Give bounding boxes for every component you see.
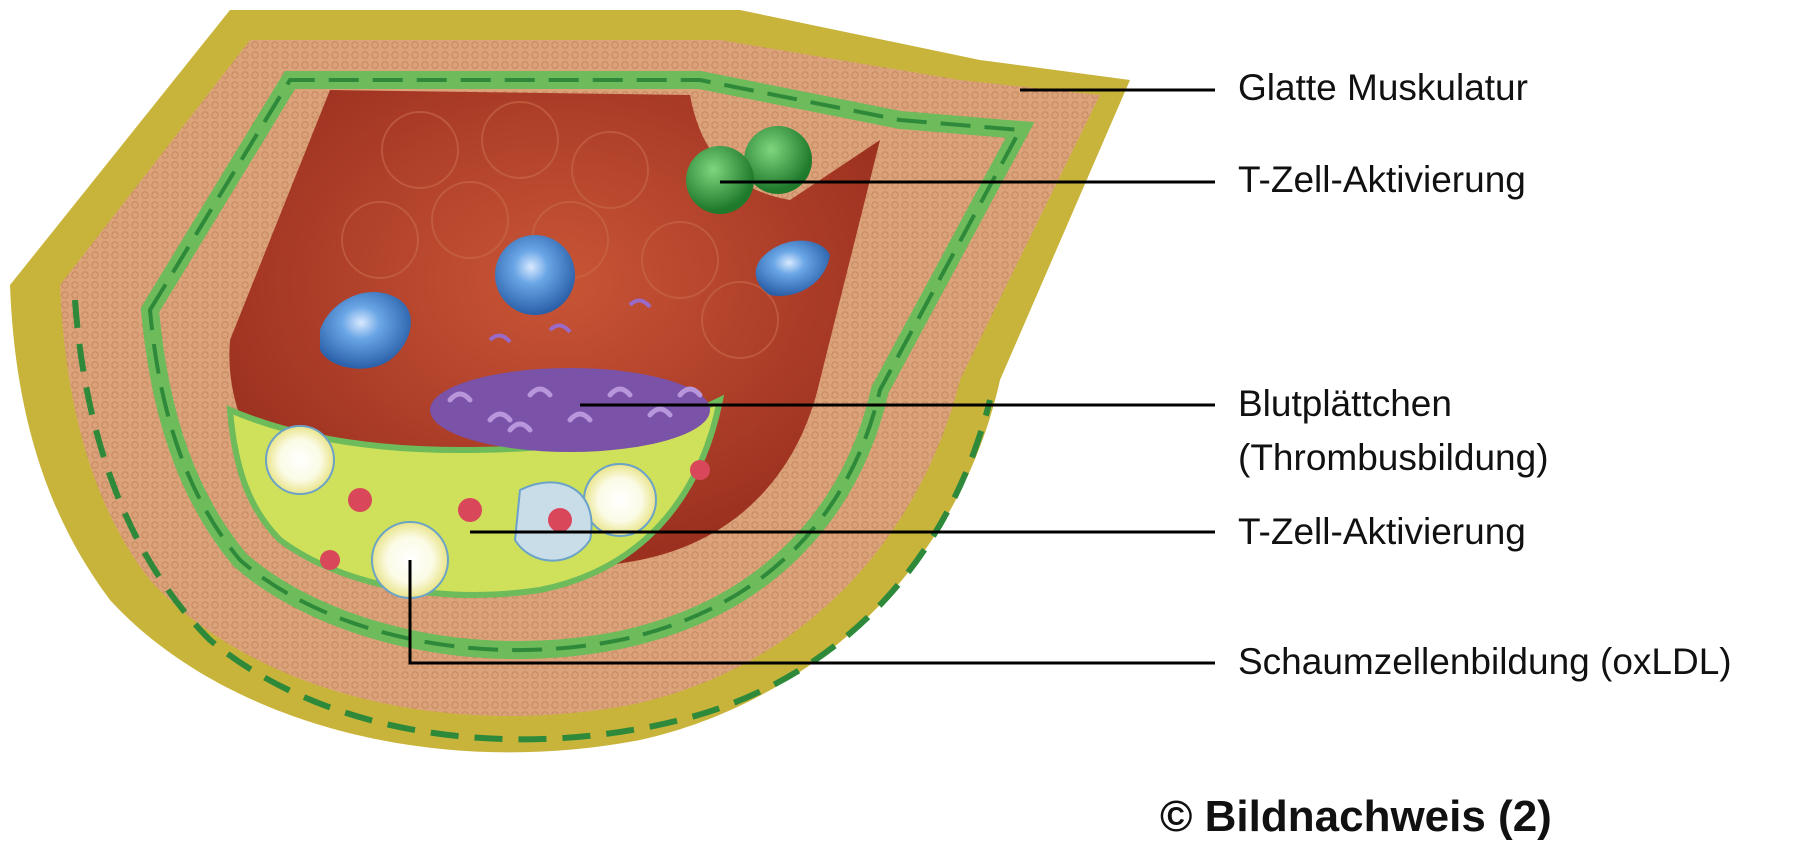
image-credit: © Bildnachweis (2)	[1160, 792, 1552, 842]
label-t-cell-activation-bottom: T-Zell-Aktivierung	[1238, 510, 1526, 554]
label-platelets: Blutplättchen	[1238, 382, 1452, 426]
label-thrombus-formation: (Thrombusbildung)	[1238, 436, 1549, 480]
label-smooth-muscle: Glatte Muskulatur	[1238, 66, 1528, 110]
label-t-cell-activation-top: T-Zell-Aktivierung	[1238, 158, 1526, 202]
label-foam-cell-formation: Schaumzellenbildung (oxLDL)	[1238, 640, 1732, 684]
